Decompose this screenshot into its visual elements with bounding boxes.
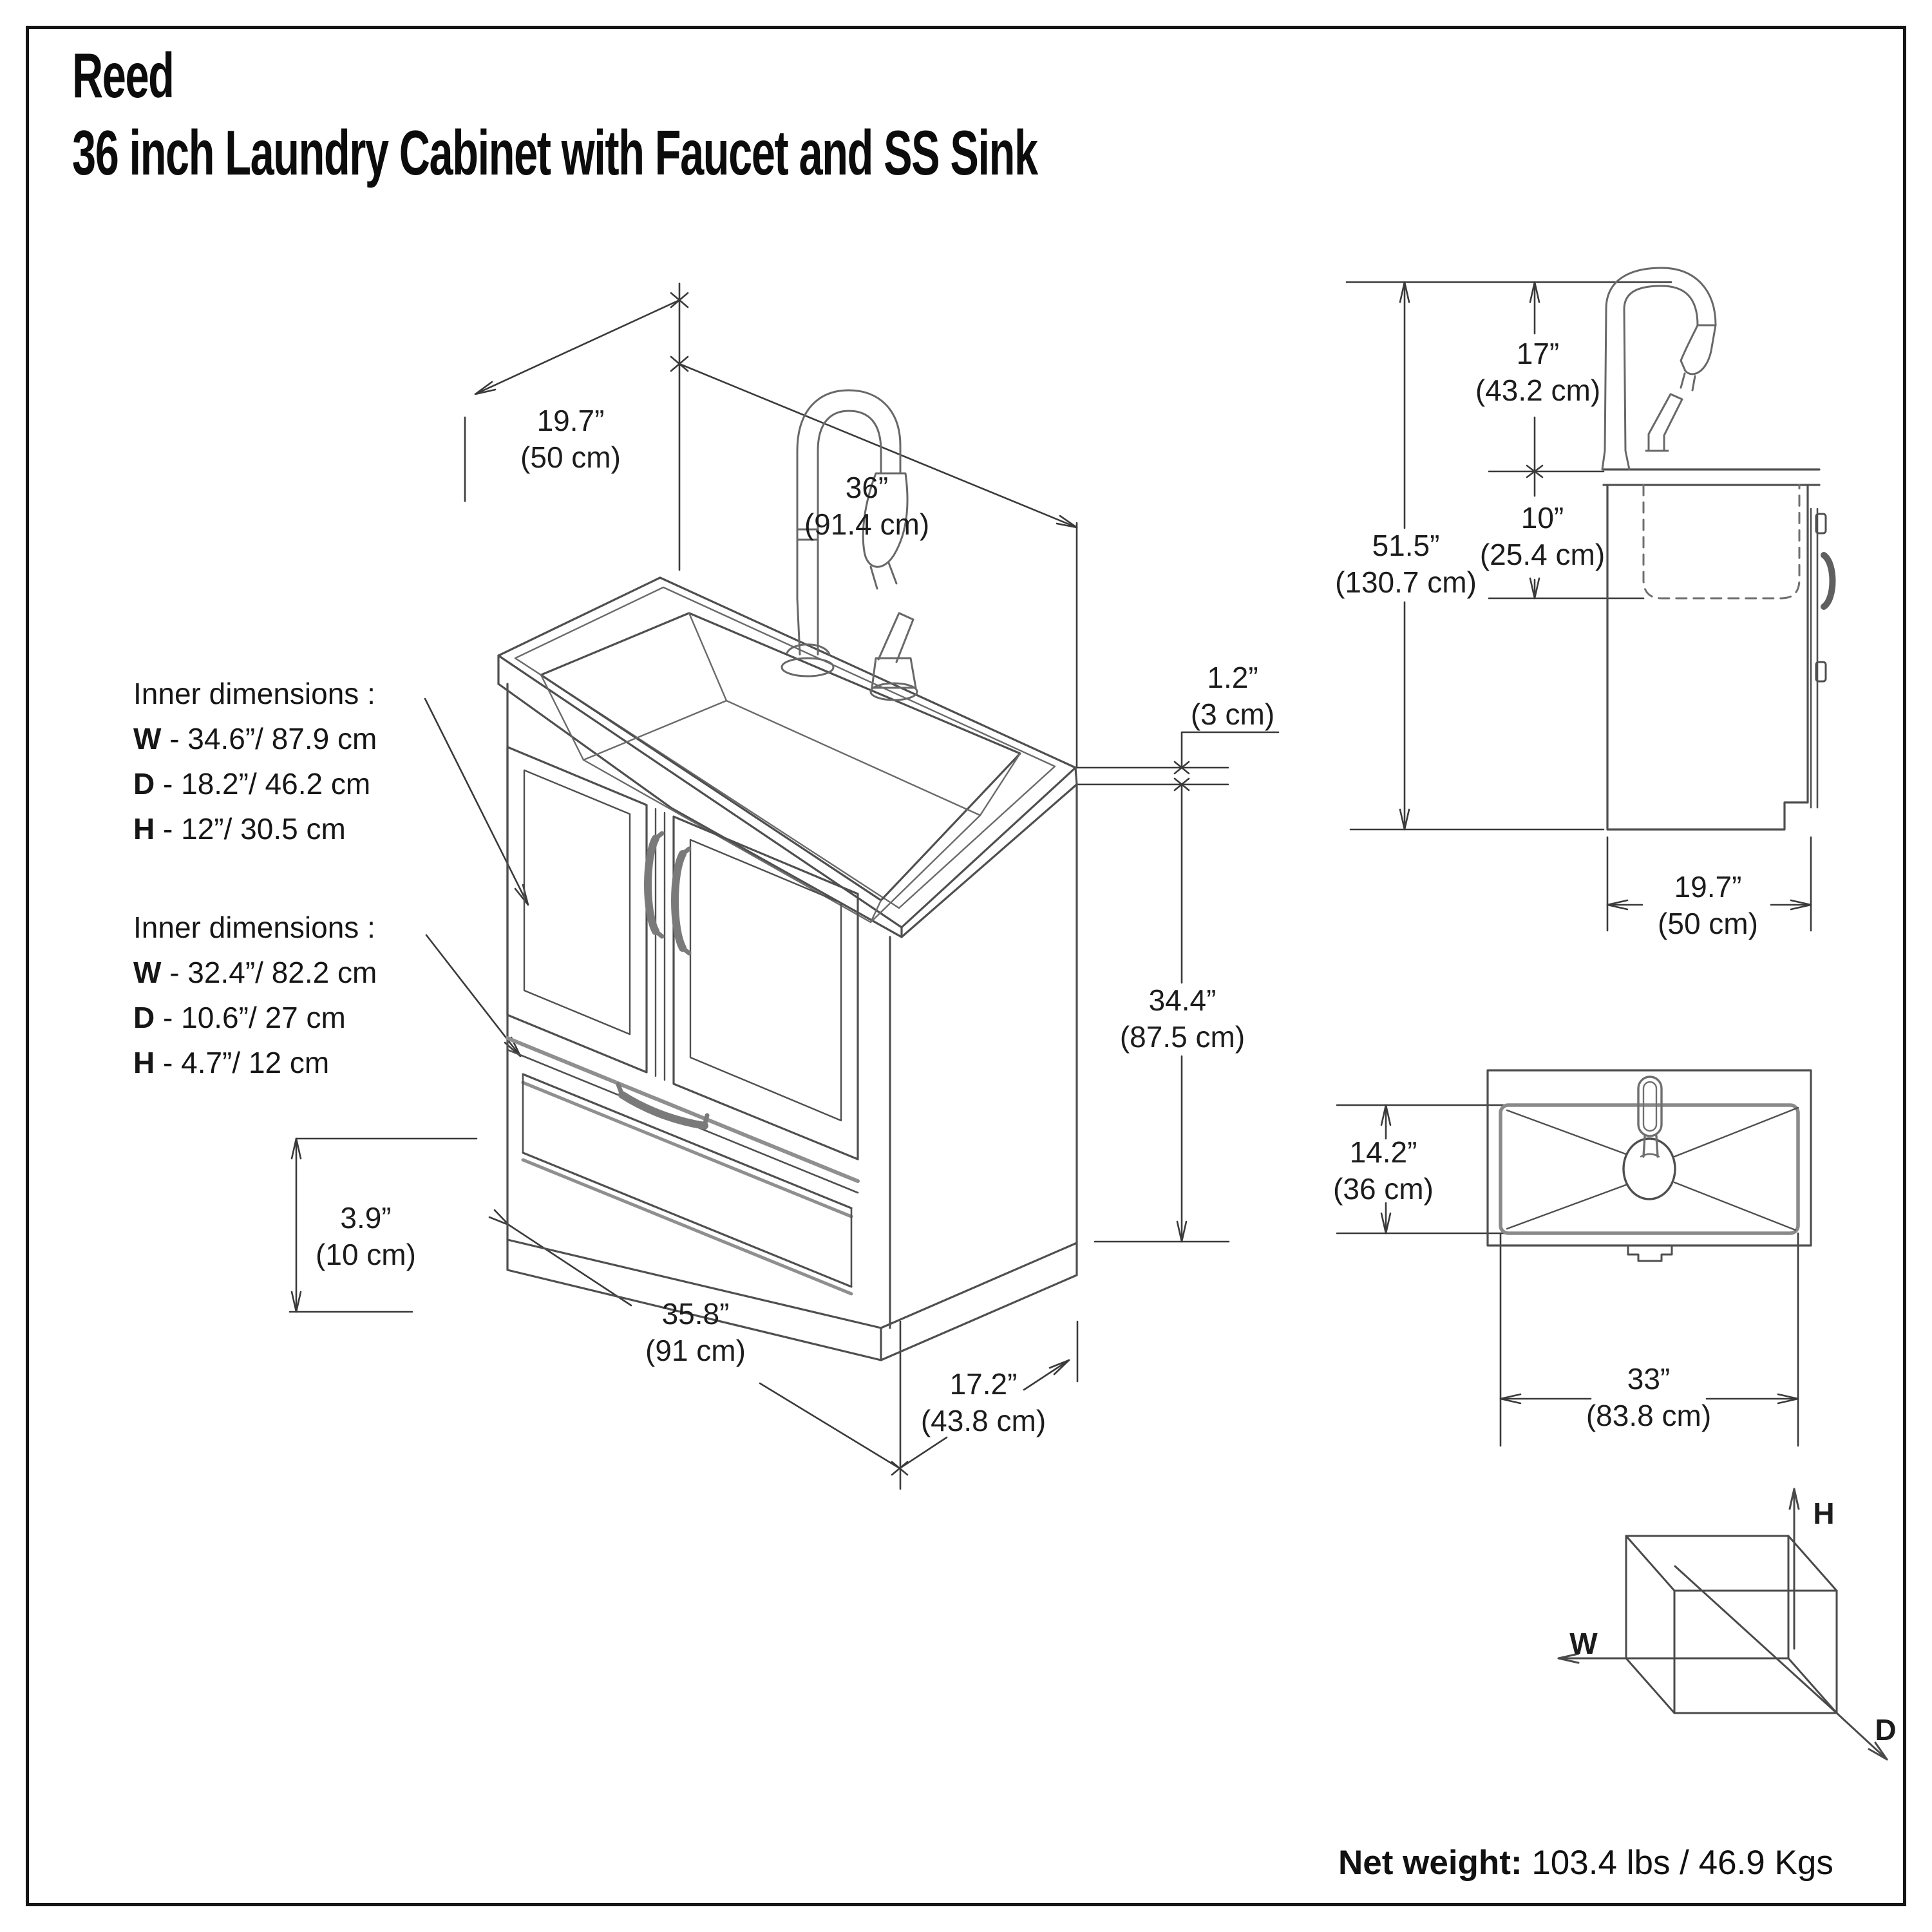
dim-label-toe-kick: 3.9”(10 cm)	[316, 1200, 416, 1271]
dim-label-depth-bottom: 17.2”(43.8 cm)	[920, 1367, 1046, 1437]
dim-label-side-depth: 19.7”(50 cm)	[1658, 869, 1758, 940]
inner-dimensions-note-cabinet: Inner dimensions : W - 34.6”/ 87.9 cm D …	[133, 671, 377, 851]
note-row-depth: D - 18.2”/ 46.2 cm	[133, 767, 371, 800]
dim-label-counter-thickness: 1.2”(3 cm)	[1190, 660, 1275, 731]
axis-cube	[1557, 1488, 1888, 1761]
product-name: Reed	[72, 40, 175, 111]
note-row-height: H - 12”/ 30.5 cm	[133, 812, 346, 846]
dim-label-faucet-height: 17”(43.2 cm)	[1475, 336, 1601, 407]
axis-label-width: W	[1569, 1627, 1598, 1660]
note-row-width: W - 34.6”/ 87.9 cm	[133, 722, 377, 755]
dim-label-sink-front-to-back: 14.2”(36 cm)	[1333, 1135, 1434, 1206]
dim-label-sink-width: 33”(83.8 cm)	[1586, 1361, 1712, 1432]
note-row-height: H - 4.7”/ 12 cm	[133, 1046, 330, 1079]
dim-label-sink-depth: 10”(25.4 cm)	[1479, 500, 1605, 571]
product-description: 36 inch Laundry Cabinet with Faucet and …	[72, 117, 1038, 188]
top-view-drawing	[1336, 1069, 1812, 1447]
dim-label-width-bottom: 35.8”(91 cm)	[645, 1296, 746, 1367]
note-heading: Inner dimensions :	[133, 911, 375, 944]
note-row-depth: D - 10.6”/ 27 cm	[133, 1001, 346, 1034]
note-row-width: W - 32.4”/ 82.2 cm	[133, 956, 377, 989]
dim-label-cabinet-height: 34.4”(87.5 cm)	[1119, 983, 1245, 1054]
net-weight-value: 103.4 lbs / 46.9 Kgs	[1522, 1844, 1833, 1882]
inner-dimensions-note-drawer: Inner dimensions : W - 32.4”/ 82.2 cm D …	[133, 905, 377, 1085]
axis-label-depth: D	[1875, 1713, 1897, 1747]
net-weight-label: Net weight:	[1338, 1844, 1522, 1882]
note-heading: Inner dimensions :	[133, 677, 375, 710]
axis-label-height: H	[1813, 1497, 1835, 1530]
page-title: Reed 36 inch Laundry Cabinet with Faucet…	[72, 37, 1038, 191]
net-weight: Net weight: 103.4 lbs / 46.9 Kgs	[1338, 1843, 1833, 1882]
dim-label-width-top: 36”(91.4 cm)	[804, 470, 930, 541]
dim-label-depth-top: 19.7”(50 cm)	[520, 403, 621, 474]
page-border	[26, 26, 1906, 1906]
isometric-cabinet-drawing	[289, 282, 1280, 1490]
side-view-drawing	[1345, 267, 1836, 932]
dim-label-total-height: 51.5”(130.7 cm)	[1335, 528, 1477, 599]
